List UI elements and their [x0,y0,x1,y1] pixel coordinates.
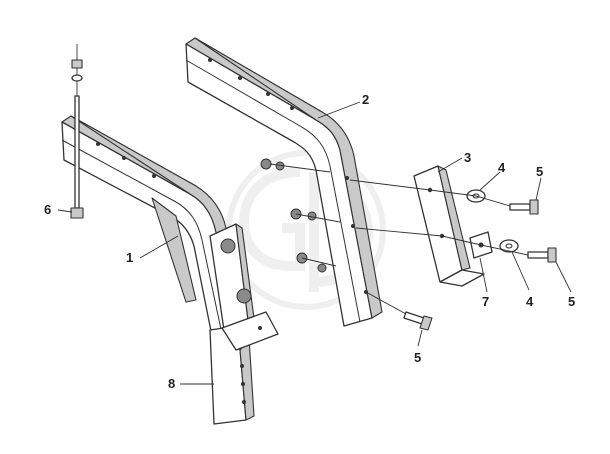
part-5-bolt-upper [509,199,539,215]
part-4-washer-lower [499,239,519,253]
callout-4-lower: 4 [526,294,534,309]
callout-6: 6 [44,202,51,217]
callout-4-upper: 4 [498,160,506,175]
callout-5-upper: 5 [536,164,543,179]
callout-3: 3 [464,150,471,165]
part-2-rear-frame [185,37,383,327]
part-1-front-frame [61,115,247,337]
part-5-bolt-lower [403,311,433,331]
callout-leaders [57,101,572,385]
callout-7: 7 [482,294,489,309]
callout-labels: 1 2 3 4 5 6 7 4 5 5 8 [44,92,575,391]
callout-5-right: 5 [568,294,575,309]
part-6-long-bolt [70,44,84,219]
part-3-angle-bracket [413,165,485,287]
callout-2: 2 [362,92,369,107]
callout-5-lower: 5 [414,350,421,365]
assembly-lines [269,163,529,315]
callout-1: 1 [126,250,133,265]
part-5-bolt-right [527,247,557,263]
callout-8: 8 [168,376,175,391]
clamp-bracket [209,223,279,351]
